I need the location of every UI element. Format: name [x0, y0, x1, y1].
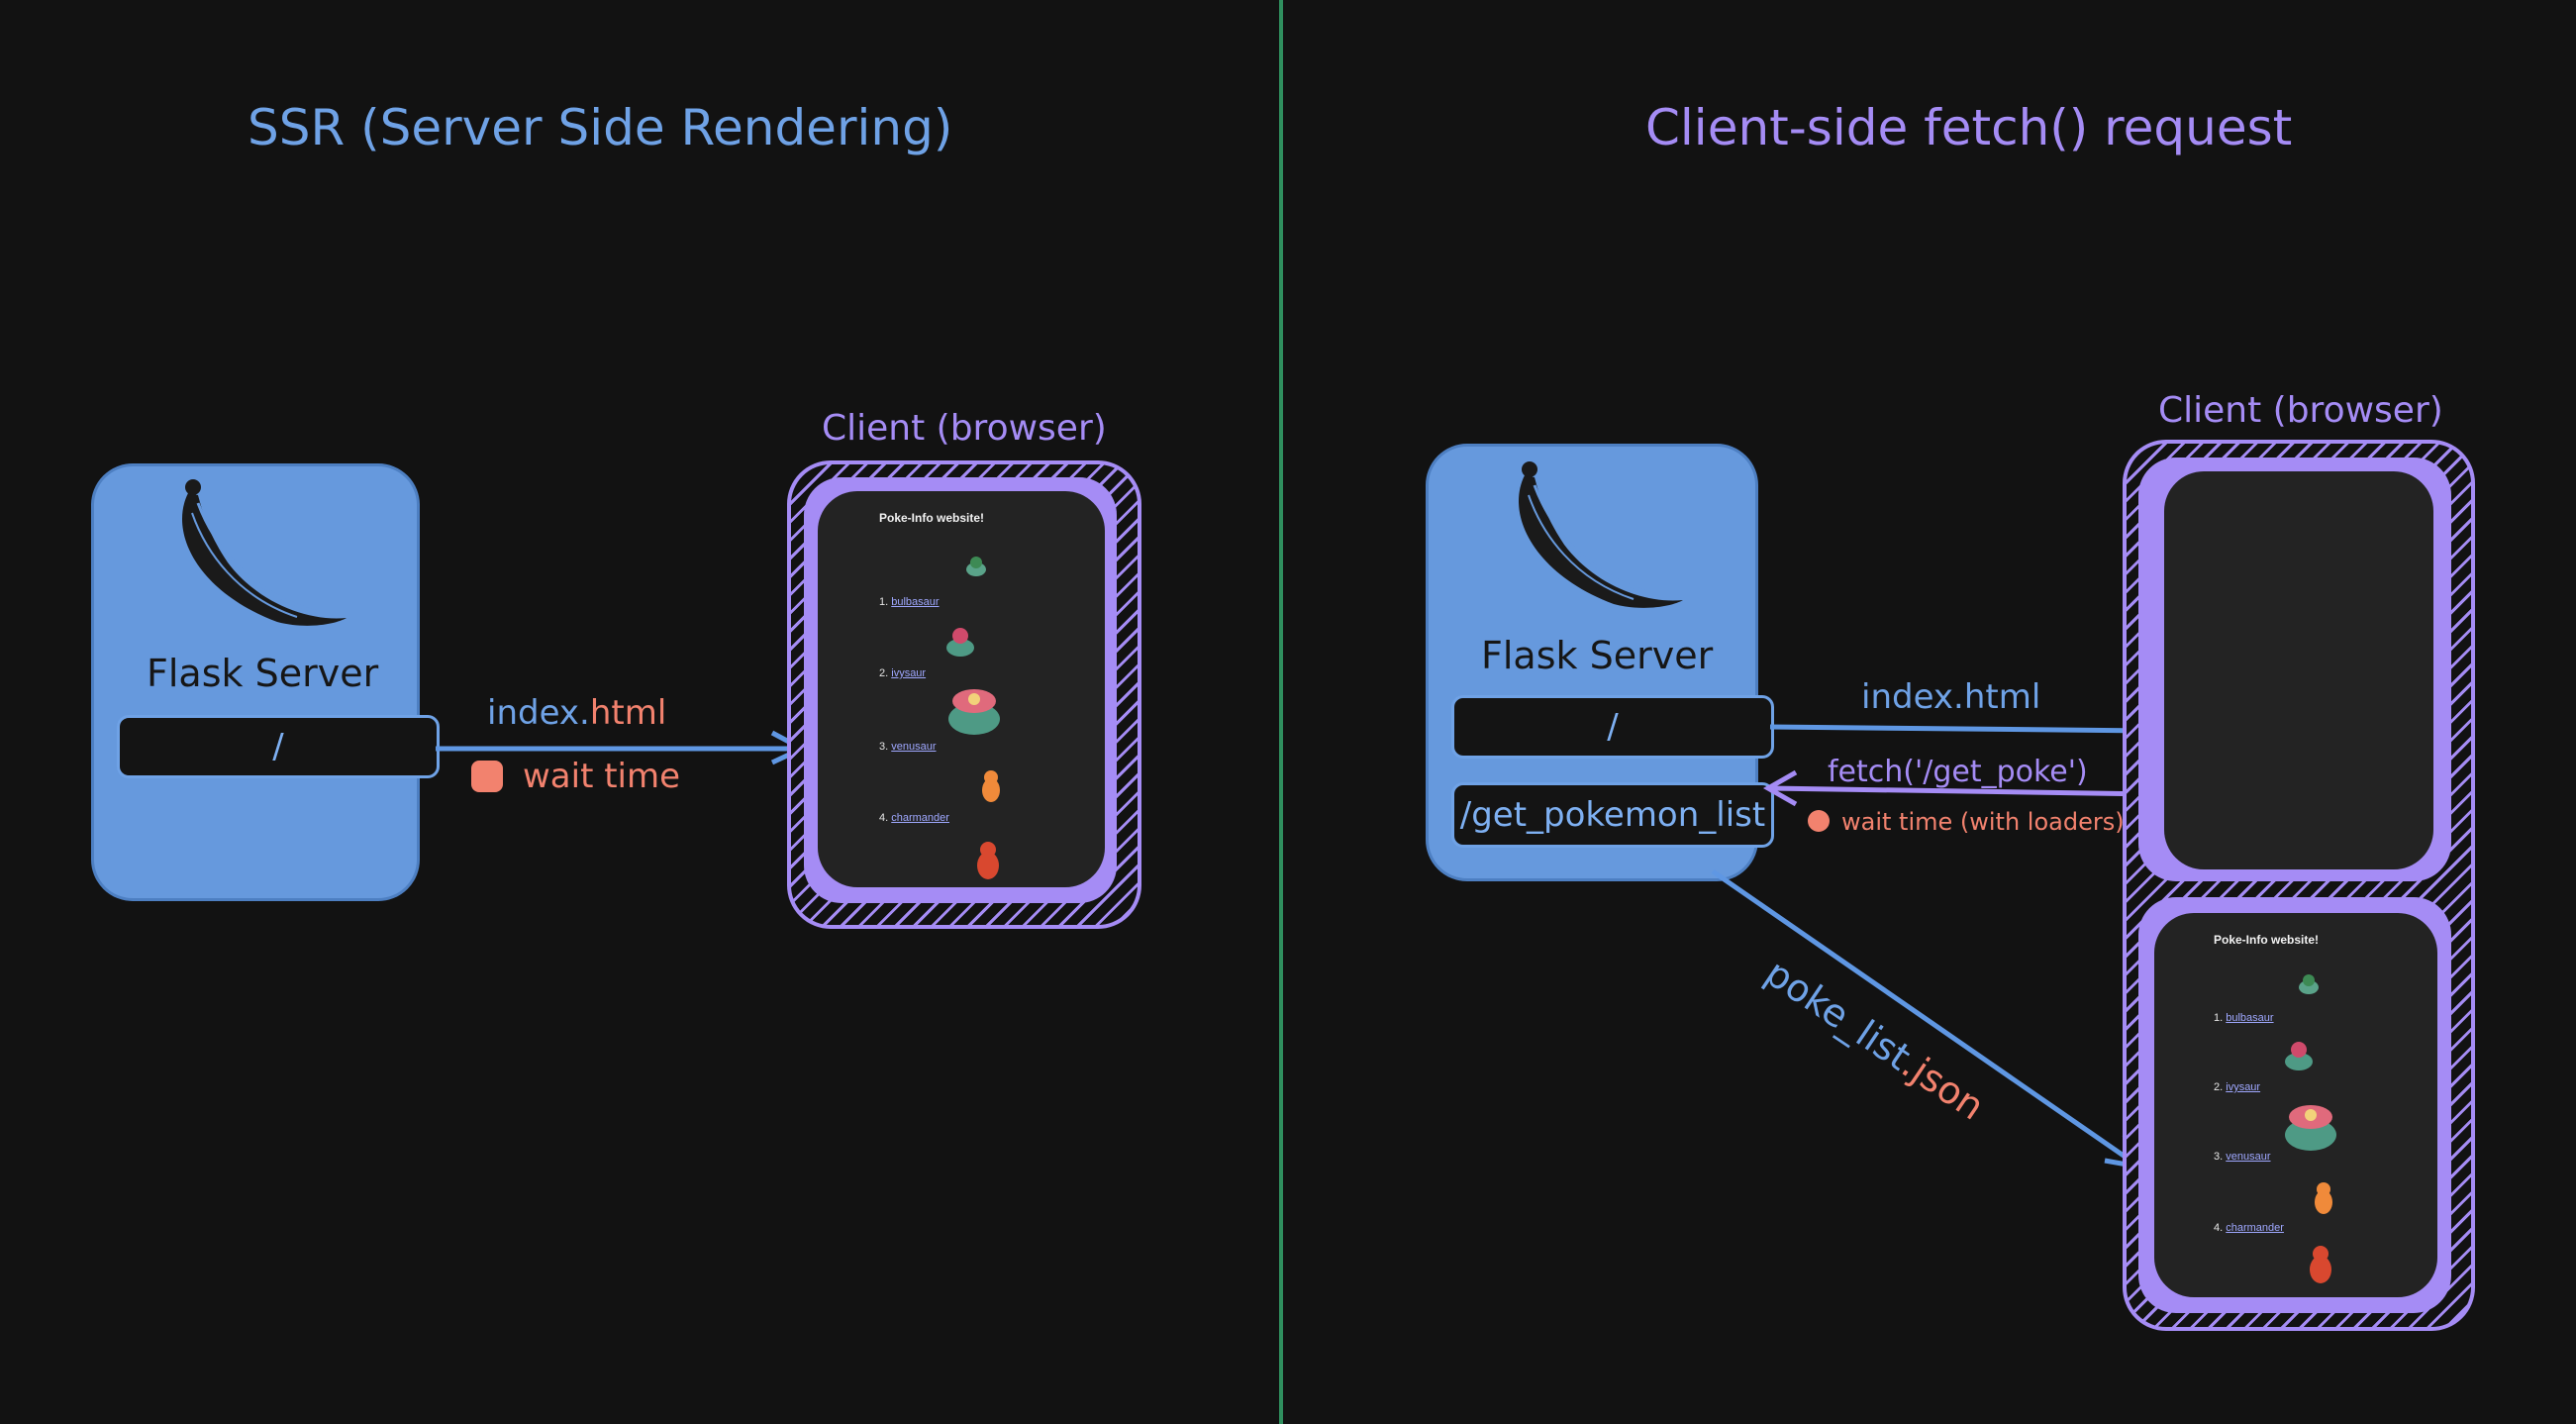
right-server-label: Flask Server	[1481, 634, 1714, 677]
list-item: 4. charmander	[879, 812, 949, 824]
pokemon-link[interactable]: ivysaur	[891, 667, 927, 679]
left-index-label: index.html	[487, 693, 667, 733]
ivysaur-sprite-icon	[942, 624, 978, 663]
list-item: 2. ivysaur	[2214, 1081, 2261, 1093]
list-item: 3. venusaur	[2214, 1151, 2271, 1163]
ivysaur-sprite-icon	[2281, 1038, 2317, 1077]
right-client-label: Client (browser)	[2158, 390, 2443, 431]
flask-logo-icon	[1519, 461, 1683, 608]
list-item: 4. charmander	[2214, 1222, 2284, 1234]
left-flask-server	[91, 463, 420, 901]
right-browser-screen: Poke-Info website! 1. bulbasaur 2. ivysa…	[2154, 913, 2437, 1297]
stop-sign-icon	[471, 761, 503, 792]
list-item: 1. bulbasaur	[2214, 1012, 2274, 1024]
pokemon-link[interactable]: charmander	[2226, 1222, 2284, 1234]
flask-logo-icon	[182, 479, 347, 626]
left-route-root[interactable]: /	[117, 715, 440, 778]
venusaur-sprite-icon	[2281, 1101, 2340, 1157]
pokemon-link[interactable]: charmander	[891, 812, 949, 824]
charmander-sprite-icon	[976, 768, 1006, 808]
list-item: 2. ivysaur	[879, 667, 927, 679]
pokemon-link[interactable]: ivysaur	[2226, 1081, 2261, 1093]
left-title: SSR (Server Side Rendering)	[248, 99, 953, 156]
left-client-label: Client (browser)	[822, 408, 1107, 449]
list-item: 1. bulbasaur	[879, 596, 940, 608]
pokemon-link[interactable]: bulbasaur	[2226, 1012, 2274, 1024]
site-title: Poke-Info website!	[879, 511, 985, 525]
pokemon-link[interactable]: bulbasaur	[891, 596, 940, 608]
right-title: Client-side fetch() request	[1645, 99, 2293, 156]
panel-divider	[1279, 0, 1283, 1424]
loader-dot-icon	[1808, 810, 1830, 832]
left-server-label: Flask Server	[147, 652, 379, 695]
pokemon-link[interactable]: venusaur	[891, 741, 937, 753]
right-index-label: index.html	[1861, 677, 2041, 717]
right-route-root[interactable]: /	[1451, 695, 1774, 759]
right-wait-label: wait time (with loaders)	[1841, 808, 2125, 836]
site-title: Poke-Info website!	[2214, 933, 2320, 947]
list-item: 3. venusaur	[879, 741, 937, 753]
right-browser-screen-empty	[2164, 471, 2433, 869]
venusaur-sprite-icon	[944, 685, 1004, 741]
right-fetch-label: fetch('/get_poke')	[1828, 755, 2088, 789]
bulbasaur-sprite-icon	[2297, 972, 2321, 1000]
left-browser-screen: Poke-Info website! 1. bulbasaur 2. ivysa…	[818, 491, 1105, 887]
charmeleon-sprite-icon	[2299, 1242, 2342, 1289]
left-wait-label: wait time	[523, 757, 681, 796]
pokemon-link[interactable]: venusaur	[2226, 1151, 2271, 1163]
right-route-get-pokemon-list[interactable]: /get_pokemon_list	[1451, 782, 1774, 848]
charmander-sprite-icon	[2309, 1180, 2338, 1220]
charmeleon-sprite-icon	[966, 838, 1010, 885]
bulbasaur-sprite-icon	[964, 555, 988, 582]
